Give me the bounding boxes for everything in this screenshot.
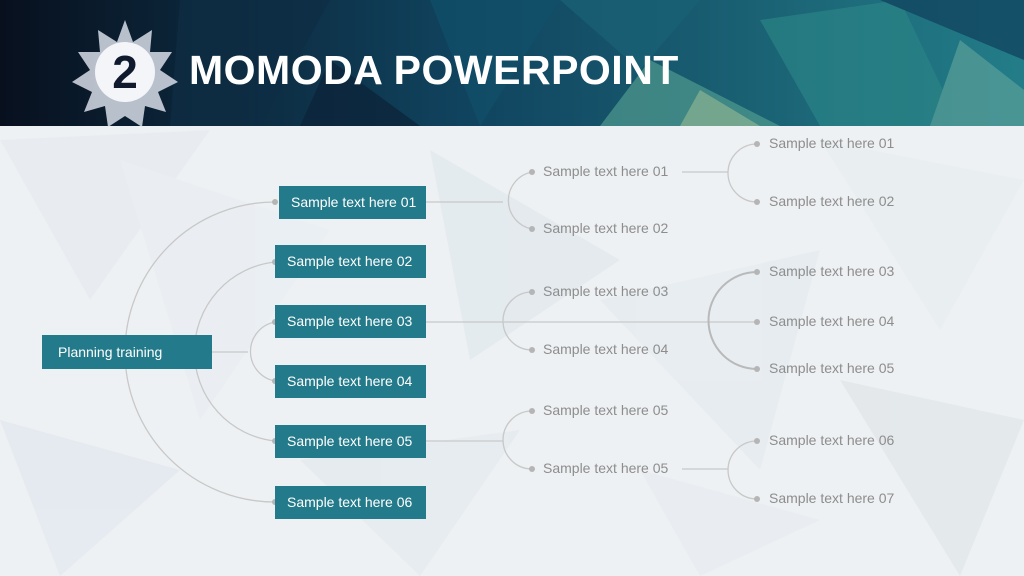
level1-node: Sample text here 06 <box>275 486 426 519</box>
level3-label: Sample text here 04 <box>769 313 895 329</box>
level1-node: Sample text here 05 <box>275 425 426 458</box>
connector-arc-thick <box>707 271 758 370</box>
section-number: 2 <box>112 46 138 98</box>
level3-label: Sample text here 03 <box>769 263 895 279</box>
level1-node: Sample text here 04 <box>275 365 426 398</box>
header-shards <box>170 0 1024 126</box>
level3-label: Sample text here 02 <box>769 193 895 209</box>
level3-label: Sample text here 07 <box>769 490 895 506</box>
level2-label: Sample text here 03 <box>543 283 669 299</box>
connector-lines <box>124 143 758 503</box>
level2-label: Sample text here 05 <box>543 460 669 476</box>
root-node: Planning training <box>42 335 212 369</box>
level2-label: Sample text here 02 <box>543 220 669 236</box>
level1-node: Sample text here 03 <box>275 305 426 338</box>
level2-label: Sample text here 01 <box>543 163 669 179</box>
badge-circle <box>95 42 155 102</box>
level3-label: Sample text here 05 <box>769 360 895 376</box>
level2-label: Sample text here 04 <box>543 341 669 357</box>
level1-node: Sample text here 01 <box>279 186 426 219</box>
slide-title: MOMODA POWERPOINT <box>189 47 679 93</box>
level3-label: Sample text here 06 <box>769 432 895 448</box>
level2-label: Sample text here 05 <box>543 402 669 418</box>
level3-label: Sample text here 01 <box>769 135 895 151</box>
level1-node: Sample text here 02 <box>275 245 426 278</box>
